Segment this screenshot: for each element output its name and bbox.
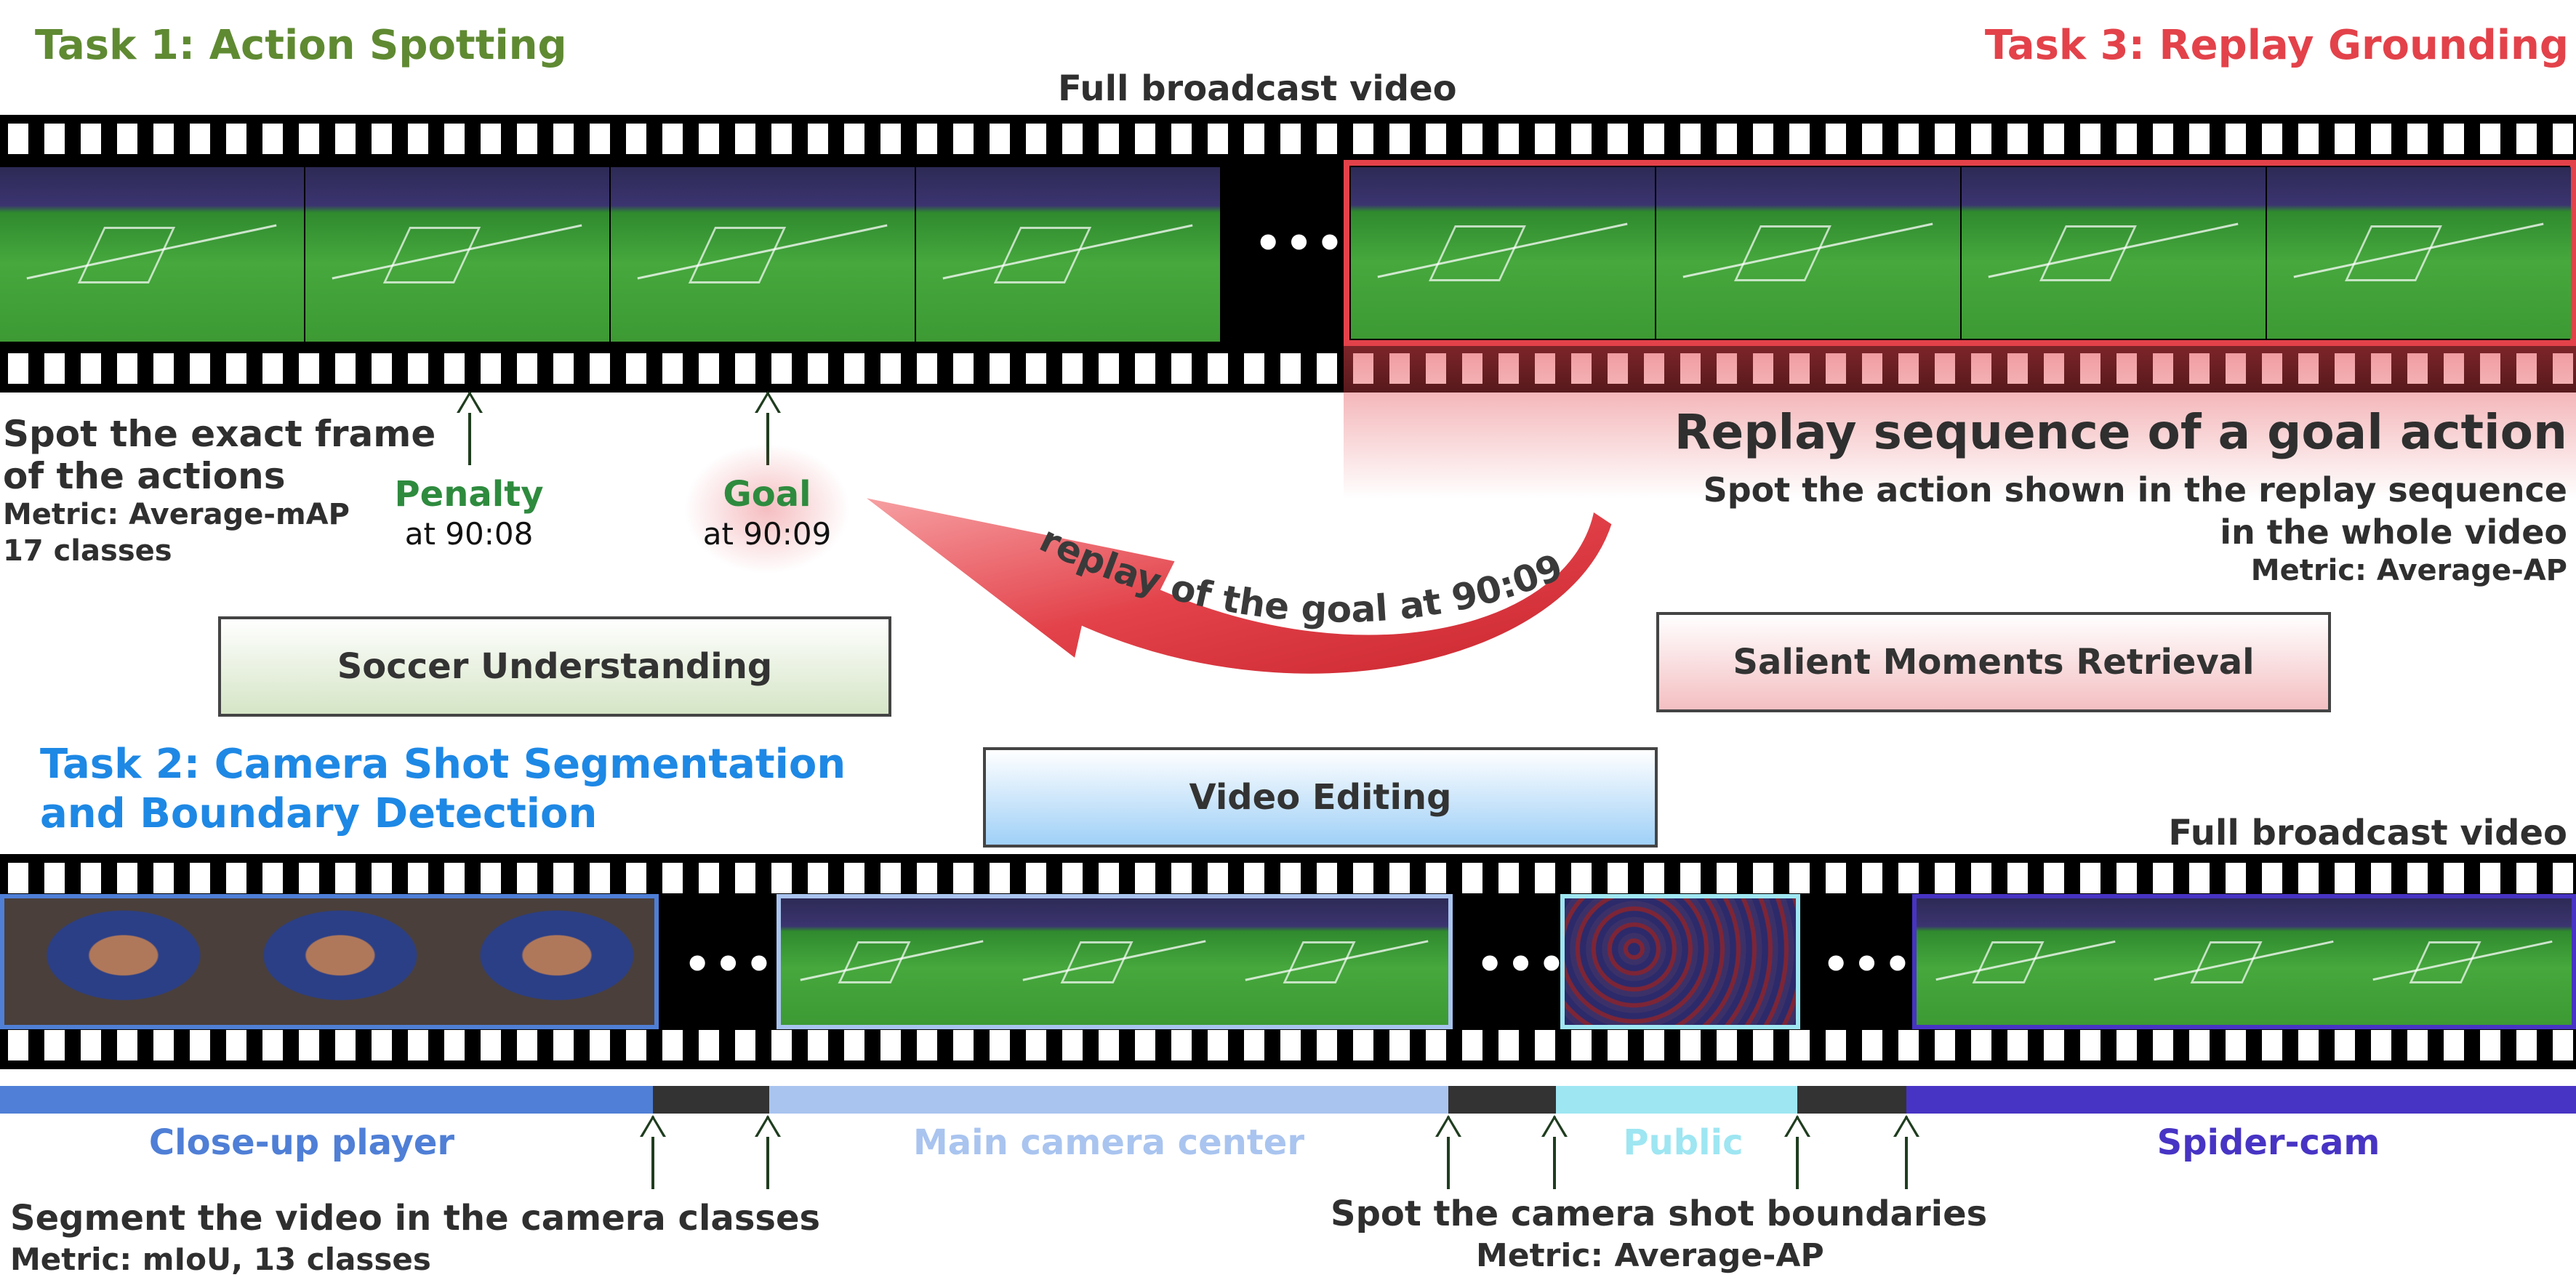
film-holes-top (0, 124, 2576, 154)
spidercam-shot-group (1912, 894, 2576, 1029)
goal-glow (683, 443, 851, 574)
task3-heading: Replay sequence of a goal action (1674, 404, 2567, 460)
segment-gap (1448, 1086, 1556, 1114)
task3-description: Spot the action shown in the replay sequ… (1704, 469, 2567, 553)
video-editing-box: Video Editing (983, 747, 1658, 848)
segment-gap (653, 1086, 769, 1114)
boundary-arrow-icon (1784, 1115, 1810, 1189)
task2-title-line1: Task 2: Camera Shot Segmentation (40, 741, 846, 788)
task2-seg-description: Segment the video in the camera classes (10, 1198, 821, 1239)
task1-classes: 17 classes (3, 534, 172, 568)
task3-desc-line1: Spot the action shown in the replay sequ… (1703, 470, 2567, 510)
penalty-label: Penalty (394, 474, 544, 515)
replay-frame (1351, 167, 1655, 339)
task3-title: Task 3: Replay Grounding (1984, 22, 2569, 69)
ellipsis: ••• (1476, 939, 1569, 990)
video-frame (2135, 898, 2354, 1025)
task1-description: Spot the exact frame of the actions (3, 413, 436, 497)
task2-boundary-metric: Metric: Average-AP (1476, 1237, 1824, 1274)
goal-arrow-icon (755, 391, 781, 465)
video-frame (1565, 898, 1796, 1025)
goal-label: Goal (723, 474, 811, 515)
task2-seg-metric: Metric: mIoU, 13 classes (10, 1241, 431, 1277)
task3-desc-line2: in the whole video (2220, 512, 2567, 552)
video-frame (916, 167, 1220, 342)
task1-title: Task 1: Action Spotting (35, 22, 567, 69)
segment-label-closeup: Close-up player (148, 1122, 455, 1163)
film-holes-bottom (0, 1030, 2576, 1060)
task1-desc-line1: Spot the exact frame (3, 413, 436, 455)
closeup-shot-group (0, 894, 659, 1029)
video-frame (438, 898, 654, 1025)
task1-metric: Metric: Average-mAP (3, 498, 350, 531)
task2-title-line2: and Boundary Detection (40, 790, 598, 837)
segment-label-main: Main camera center (912, 1122, 1305, 1163)
ellipsis: ••• (1254, 218, 1347, 269)
task1-desc-line2: of the actions (3, 455, 286, 497)
task3-metric: Metric: Average-AP (2250, 554, 2567, 587)
video-frame (221, 898, 438, 1025)
replay-arrow-icon: replay of the goal at 90:09 (858, 492, 1617, 678)
top-film-label: Full broadcast video (1058, 68, 1457, 109)
penalty-time: at 90:08 (404, 516, 534, 552)
bottom-film-label: Full broadcast video (2168, 813, 2567, 853)
ellipsis: ••• (1822, 939, 1915, 990)
video-frame (1003, 898, 1226, 1025)
boundary-arrow-icon (1893, 1115, 1919, 1189)
segment-closeup (0, 1086, 653, 1114)
goal-time: at 90:09 (702, 516, 832, 552)
segment-label-spidercam: Spider-cam (2156, 1122, 2380, 1163)
salient-moments-box: Salient Moments Retrieval (1656, 612, 2331, 712)
segment-public (1556, 1086, 1797, 1114)
replay-frame (1962, 167, 2266, 339)
segment-main-camera (769, 1086, 1448, 1114)
video-frame (611, 167, 915, 342)
public-shot-group (1560, 894, 1800, 1029)
video-frame (2353, 898, 2572, 1025)
ellipsis: ••• (683, 939, 777, 990)
replay-frame (2267, 167, 2571, 339)
film-holes-top (0, 863, 2576, 893)
boundary-arrow-icon (640, 1115, 666, 1189)
task2-title: Task 2: Camera Shot Segmentation and Bou… (40, 740, 846, 839)
replay-highlight (1344, 346, 2576, 499)
segment-spidercam (1906, 1086, 2576, 1114)
video-frame (4, 898, 221, 1025)
video-frame (305, 167, 609, 342)
video-frame (0, 167, 304, 342)
penalty-arrow-icon (457, 391, 483, 465)
task2-boundary-description: Spot the camera shot boundaries (1331, 1194, 1988, 1234)
boundary-arrow-icon (1541, 1115, 1568, 1189)
segment-label-public: Public (1623, 1122, 1744, 1163)
soccer-understanding-box: Soccer Understanding (218, 616, 891, 717)
segment-gap (1797, 1086, 1906, 1114)
video-frame (781, 898, 1003, 1025)
replay-sequence-frame (1344, 160, 2576, 346)
video-frame (1226, 898, 1448, 1025)
main-camera-shot-group (777, 894, 1453, 1029)
boundary-arrow-icon (755, 1115, 781, 1189)
replay-frame (1656, 167, 1960, 339)
video-frame (1917, 898, 2135, 1025)
task1-metric-block: Metric: Average-mAP 17 classes (3, 496, 350, 569)
boundary-arrow-icon (1435, 1115, 1461, 1189)
